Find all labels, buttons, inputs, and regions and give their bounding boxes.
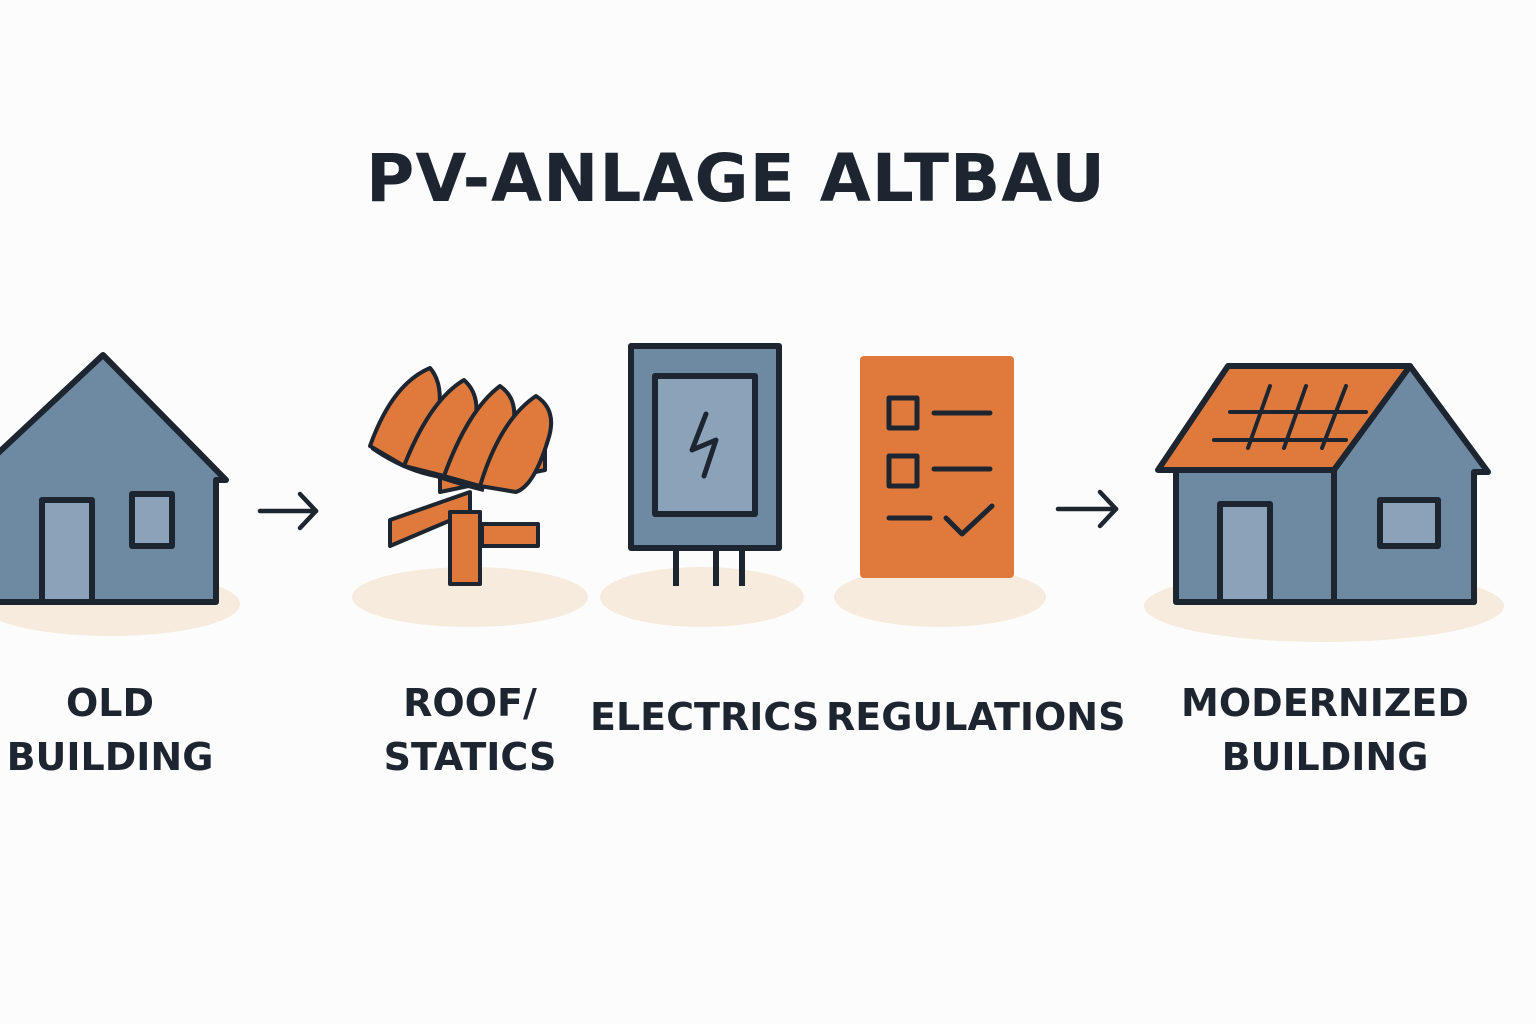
step-label-old-building: OLD BUILDING	[6, 681, 214, 779]
step-label-modernized-building: MODERNIZED BUILDING	[1181, 681, 1469, 779]
arrow-right-icon	[257, 491, 319, 531]
step-label-roof-statics: ROOF/ STATICS	[383, 681, 557, 779]
regulations-shadow	[834, 567, 1046, 627]
step-label-regulations: REGULATIONS	[826, 695, 1126, 739]
checklist-icon	[860, 356, 1014, 578]
page-title: PV-ANLAGE ALTBAU	[366, 140, 1106, 217]
electrics-shadow	[600, 567, 804, 627]
roof-shadow	[352, 567, 588, 627]
electrical-panel-icon	[628, 343, 782, 586]
roof-tiles-beams-icon	[368, 366, 553, 586]
step-label-electrics: ELECTRICS	[590, 695, 820, 739]
arrow-right-icon	[1055, 489, 1119, 529]
old-house-icon	[0, 352, 229, 605]
house-with-solar-panels-icon	[1155, 363, 1491, 605]
